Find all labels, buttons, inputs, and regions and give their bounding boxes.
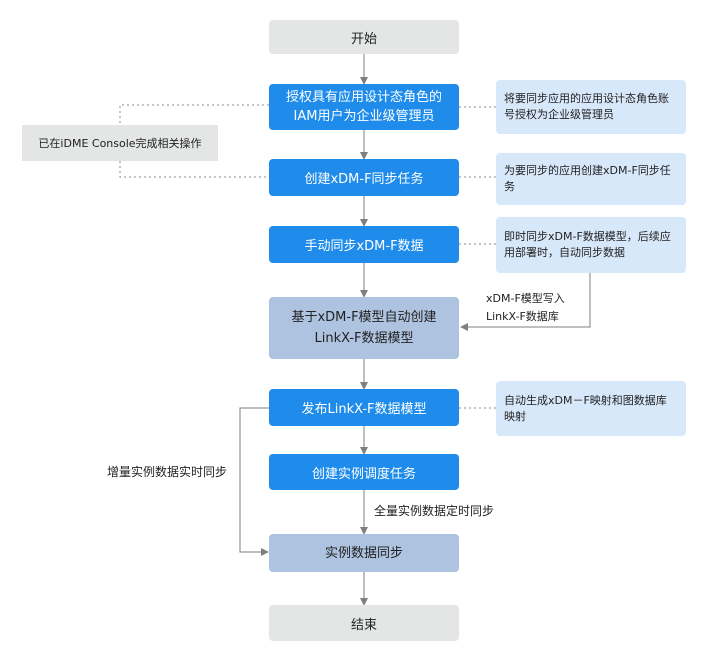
note-authorize-line2: 号授权为企业级管理员 <box>504 108 614 121</box>
end-node: 结束 <box>269 605 459 641</box>
note-create-task: 为要同步的应用创建xDM-F同步任 务 <box>496 153 686 205</box>
step-manual-sync-label: 手动同步xDM-F数据 <box>304 239 424 254</box>
note-manual-sync-line1: 即时同步xDM-F数据模型，后续应 <box>504 230 671 243</box>
arrow-loop-step5-step7 <box>239 407 269 556</box>
step-create-sync-task-label: 创建xDM-F同步任务 <box>304 172 424 187</box>
label-full-sync: 全量实例数据定时同步 <box>374 504 495 518</box>
arrow-note3-step4 <box>460 273 591 331</box>
step-create-schedule-label: 创建实例调度任务 <box>311 466 416 482</box>
step-authorize-admin: 授权具有应用设计态角色的 IAM用户为企业级管理员 <box>269 84 459 130</box>
step-instance-sync-label: 实例数据同步 <box>324 545 403 561</box>
label-write-database: xDM-F模型写入 LinkX-F数据库 <box>486 290 565 326</box>
step-auto-create-model: 基于xDM-F模型自动创建 LinkX-F数据模型 <box>269 297 459 359</box>
note-manual-sync: 即时同步xDM-F数据模型，后续应 用部署时，自动同步数据 <box>496 217 686 273</box>
dotted-link-step2 <box>119 161 269 178</box>
step-instance-sync: 实例数据同步 <box>269 534 459 572</box>
step-auto-create-model-line2: LinkX-F数据模型 <box>314 331 414 346</box>
label-write-database-line1: xDM-F模型写入 <box>486 292 565 305</box>
note-create-task-line2: 务 <box>504 180 515 193</box>
label-incremental-sync: 增量实例数据实时同步 <box>107 465 228 479</box>
step-authorize-admin-line2: IAM用户为企业级管理员 <box>293 109 435 124</box>
label-write-database-line2: LinkX-F数据库 <box>486 310 559 323</box>
start-label: 开始 <box>350 31 377 47</box>
note-publish-line1: 自动生成xDM－F映射和图数据库 <box>504 393 667 407</box>
note-create-task-line1: 为要同步的应用创建xDM-F同步任 <box>504 164 671 177</box>
step-create-sync-task: 创建xDM-F同步任务 <box>269 159 459 196</box>
step-publish-model: 发布LinkX-F数据模型 <box>269 389 459 426</box>
note-manual-sync-line2: 用部署时，自动同步数据 <box>504 246 625 259</box>
step-create-schedule: 创建实例调度任务 <box>269 454 459 490</box>
note-publish-line2: 映射 <box>504 409 526 423</box>
idme-console-box: 已在iDME Console完成相关操作 <box>22 125 218 161</box>
step-publish-model-label: 发布LinkX-F数据模型 <box>301 402 427 417</box>
idme-console-label: 已在iDME Console完成相关操作 <box>38 137 202 150</box>
start-node: 开始 <box>269 20 459 54</box>
end-label: 结束 <box>350 617 377 633</box>
step-authorize-admin-line1: 授权具有应用设计态角色的 <box>285 90 442 105</box>
note-publish: 自动生成xDM－F映射和图数据库 映射 <box>496 381 686 436</box>
note-authorize: 将要同步应用的应用设计态角色账 号授权为企业级管理员 <box>496 80 686 134</box>
note-authorize-line1: 将要同步应用的应用设计态角色账 <box>504 92 669 105</box>
step-manual-sync: 手动同步xDM-F数据 <box>269 226 459 263</box>
step-auto-create-model-line1: 基于xDM-F模型自动创建 <box>291 310 437 325</box>
dotted-link-step1 <box>119 104 269 125</box>
